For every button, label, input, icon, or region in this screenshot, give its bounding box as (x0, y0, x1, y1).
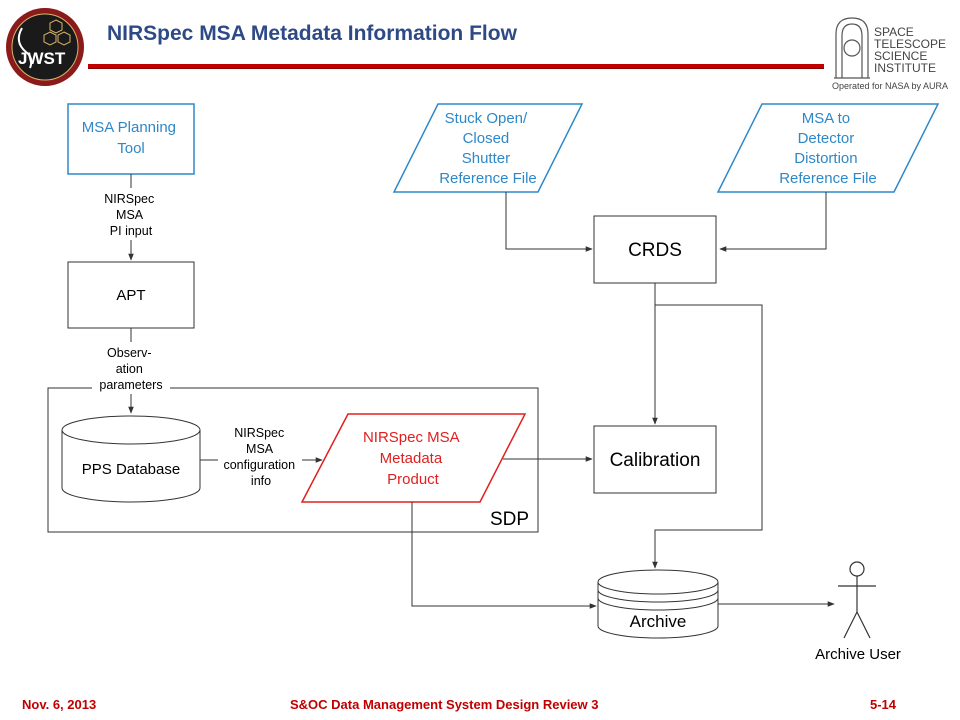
stuck-shutter-line-2: Closed (463, 130, 510, 147)
config-info-line-1: NIRSpec (234, 426, 284, 440)
page-title: NIRSpec MSA Metadata Information Flow (107, 22, 517, 45)
distortion-file-shape (716, 103, 940, 193)
crds-label: CRDS (628, 240, 682, 261)
sdp-label: SDP (490, 509, 529, 530)
svg-text:Stuck Open/ Closed: Stuck Open/ Closed Shutter Reference Fil… (439, 110, 537, 187)
config-info-line-2: MSA (246, 442, 274, 456)
stuck-shutter-file-shape (392, 103, 584, 193)
archive-database (597, 569, 719, 639)
observation-params-line-2: ation (116, 362, 143, 376)
svg-text:NIRSpec MSA Metadata: NIRSpec MSA Metadata Product (363, 429, 463, 488)
svg-text:Observ- ation para: Observ- ation parameters (99, 346, 162, 392)
crds-box (593, 215, 717, 284)
observation-params-line-3: parameters (99, 378, 162, 392)
apt-box (67, 261, 195, 329)
stsci-line-3: SCIENCE (874, 49, 927, 63)
distortion-line-3: Distortion (794, 150, 857, 167)
svg-text:MSA to Detector Di: MSA to Detector Distortion Reference Fil… (779, 110, 877, 187)
observation-params-line-1: Observ- (107, 346, 151, 360)
title-divider (88, 64, 824, 68)
stuck-shutter-line-1: Stuck Open/ (445, 110, 528, 127)
jwst-logo: JWST (6, 8, 84, 86)
config-info-line-4: info (251, 474, 271, 488)
footer-page-number: 5-14 (870, 697, 897, 712)
msa-planning-tool-line-1: MSA Planning (82, 119, 176, 136)
title-divider-shadow (88, 68, 824, 69)
pi-input-line-3: PI input (110, 224, 153, 238)
archive-user-label: Archive User (815, 646, 901, 663)
sdp-container (47, 387, 539, 533)
pi-input-line-1: NIRSpec (104, 192, 154, 206)
distortion-line-1: MSA to (802, 110, 850, 127)
jwst-logo-text: JWST (18, 49, 66, 68)
calibration-box (593, 425, 717, 494)
distortion-line-4: Reference File (779, 170, 877, 187)
config-info-line-3: configuration (223, 458, 295, 472)
stuck-shutter-line-3: Shutter (462, 150, 510, 167)
stsci-logo: SPACE TELESCOPE SCIENCE INSTITUTE Operat… (832, 17, 948, 91)
calibration-label: Calibration (610, 450, 701, 471)
metadata-product-line-1: NIRSpec MSA (363, 429, 460, 446)
stuck-shutter-line-4: Reference File (439, 170, 537, 187)
stsci-line-2: TELESCOPE (874, 37, 946, 51)
apt-label: APT (116, 287, 145, 304)
archive-label: Archive (630, 612, 687, 631)
svg-text:MSA Planning Tool: MSA Planning Tool (82, 119, 180, 157)
stsci-line-4: INSTITUTE (874, 61, 936, 75)
footer-date: Nov. 6, 2013 (22, 697, 97, 712)
msa-planning-tool-line-2: Tool (117, 140, 145, 157)
metadata-product-shape (300, 413, 527, 503)
pps-database-label: PPS Database (82, 461, 180, 478)
svg-text:NIRSpec MSA config: NIRSpec MSA configuration info (223, 426, 298, 488)
msa-planning-tool-box (67, 103, 195, 175)
pps-database (61, 415, 201, 503)
metadata-product-line-3: Product (387, 471, 440, 488)
metadata-product-line-2: Metadata (380, 450, 443, 467)
distortion-line-2: Detector (798, 130, 855, 147)
footer-event: S&OC Data Management System Design Revie… (290, 697, 599, 712)
svg-text:NIRSpec MSA PI inp: NIRSpec MSA PI input (104, 192, 158, 238)
stsci-line-1: SPACE (874, 25, 914, 39)
pi-input-line-2: MSA (116, 208, 144, 222)
stsci-operated: Operated for NASA by AURA (832, 81, 948, 91)
archive-user-icon (838, 561, 876, 639)
